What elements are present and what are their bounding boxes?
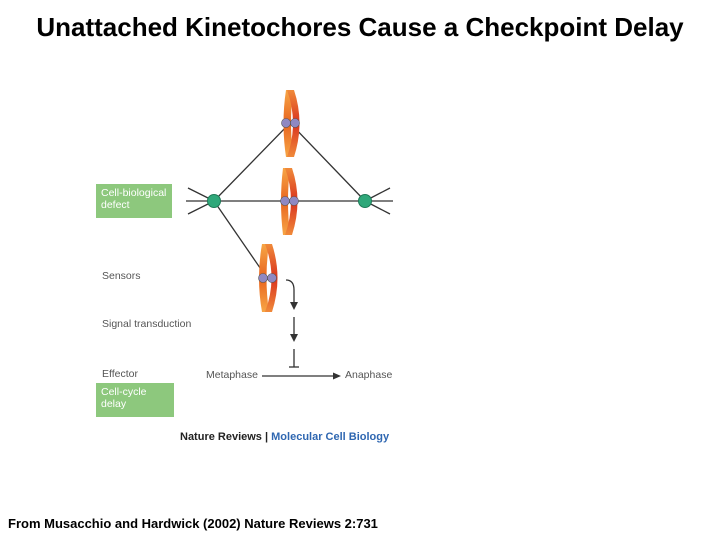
chromosome-top — [281, 90, 300, 157]
signal-arrow — [285, 279, 298, 342]
cell-cycle-delay-box: Cell-cycle delay — [96, 383, 174, 417]
chromosome-unattached — [258, 244, 278, 312]
slide-footer: From Musacchio and Hardwick (2002) Natur… — [8, 516, 378, 531]
credit-brand: Nature Reviews — [180, 431, 262, 443]
metaphase-label: Metaphase — [206, 369, 258, 381]
credit-journal: Molecular Cell Biology — [271, 431, 390, 443]
sensors-label: Sensors — [102, 270, 141, 282]
figure-credit: Nature Reviews | Molecular Cell Biology — [180, 431, 389, 443]
signal-transduction-label: Signal transduction — [102, 318, 192, 330]
slide-title: Unattached Kinetochores Cause a Checkpoi… — [36, 12, 684, 42]
transition-arrow — [262, 372, 341, 380]
inhibition-arrow — [289, 349, 299, 368]
anaphase-label: Anaphase — [345, 369, 393, 381]
spindle-diagram — [186, 90, 393, 380]
credit-separator: | — [265, 431, 269, 443]
chromosome-middle — [280, 168, 299, 235]
effector-label: Effector — [102, 368, 138, 380]
spindle-pole-left — [207, 194, 221, 208]
spindle-pole-right — [358, 194, 372, 208]
defect-box: Cell-biological defect — [96, 184, 172, 218]
checkpoint-figure: Cell-biological defect Sensors Signal tr… — [90, 80, 410, 455]
